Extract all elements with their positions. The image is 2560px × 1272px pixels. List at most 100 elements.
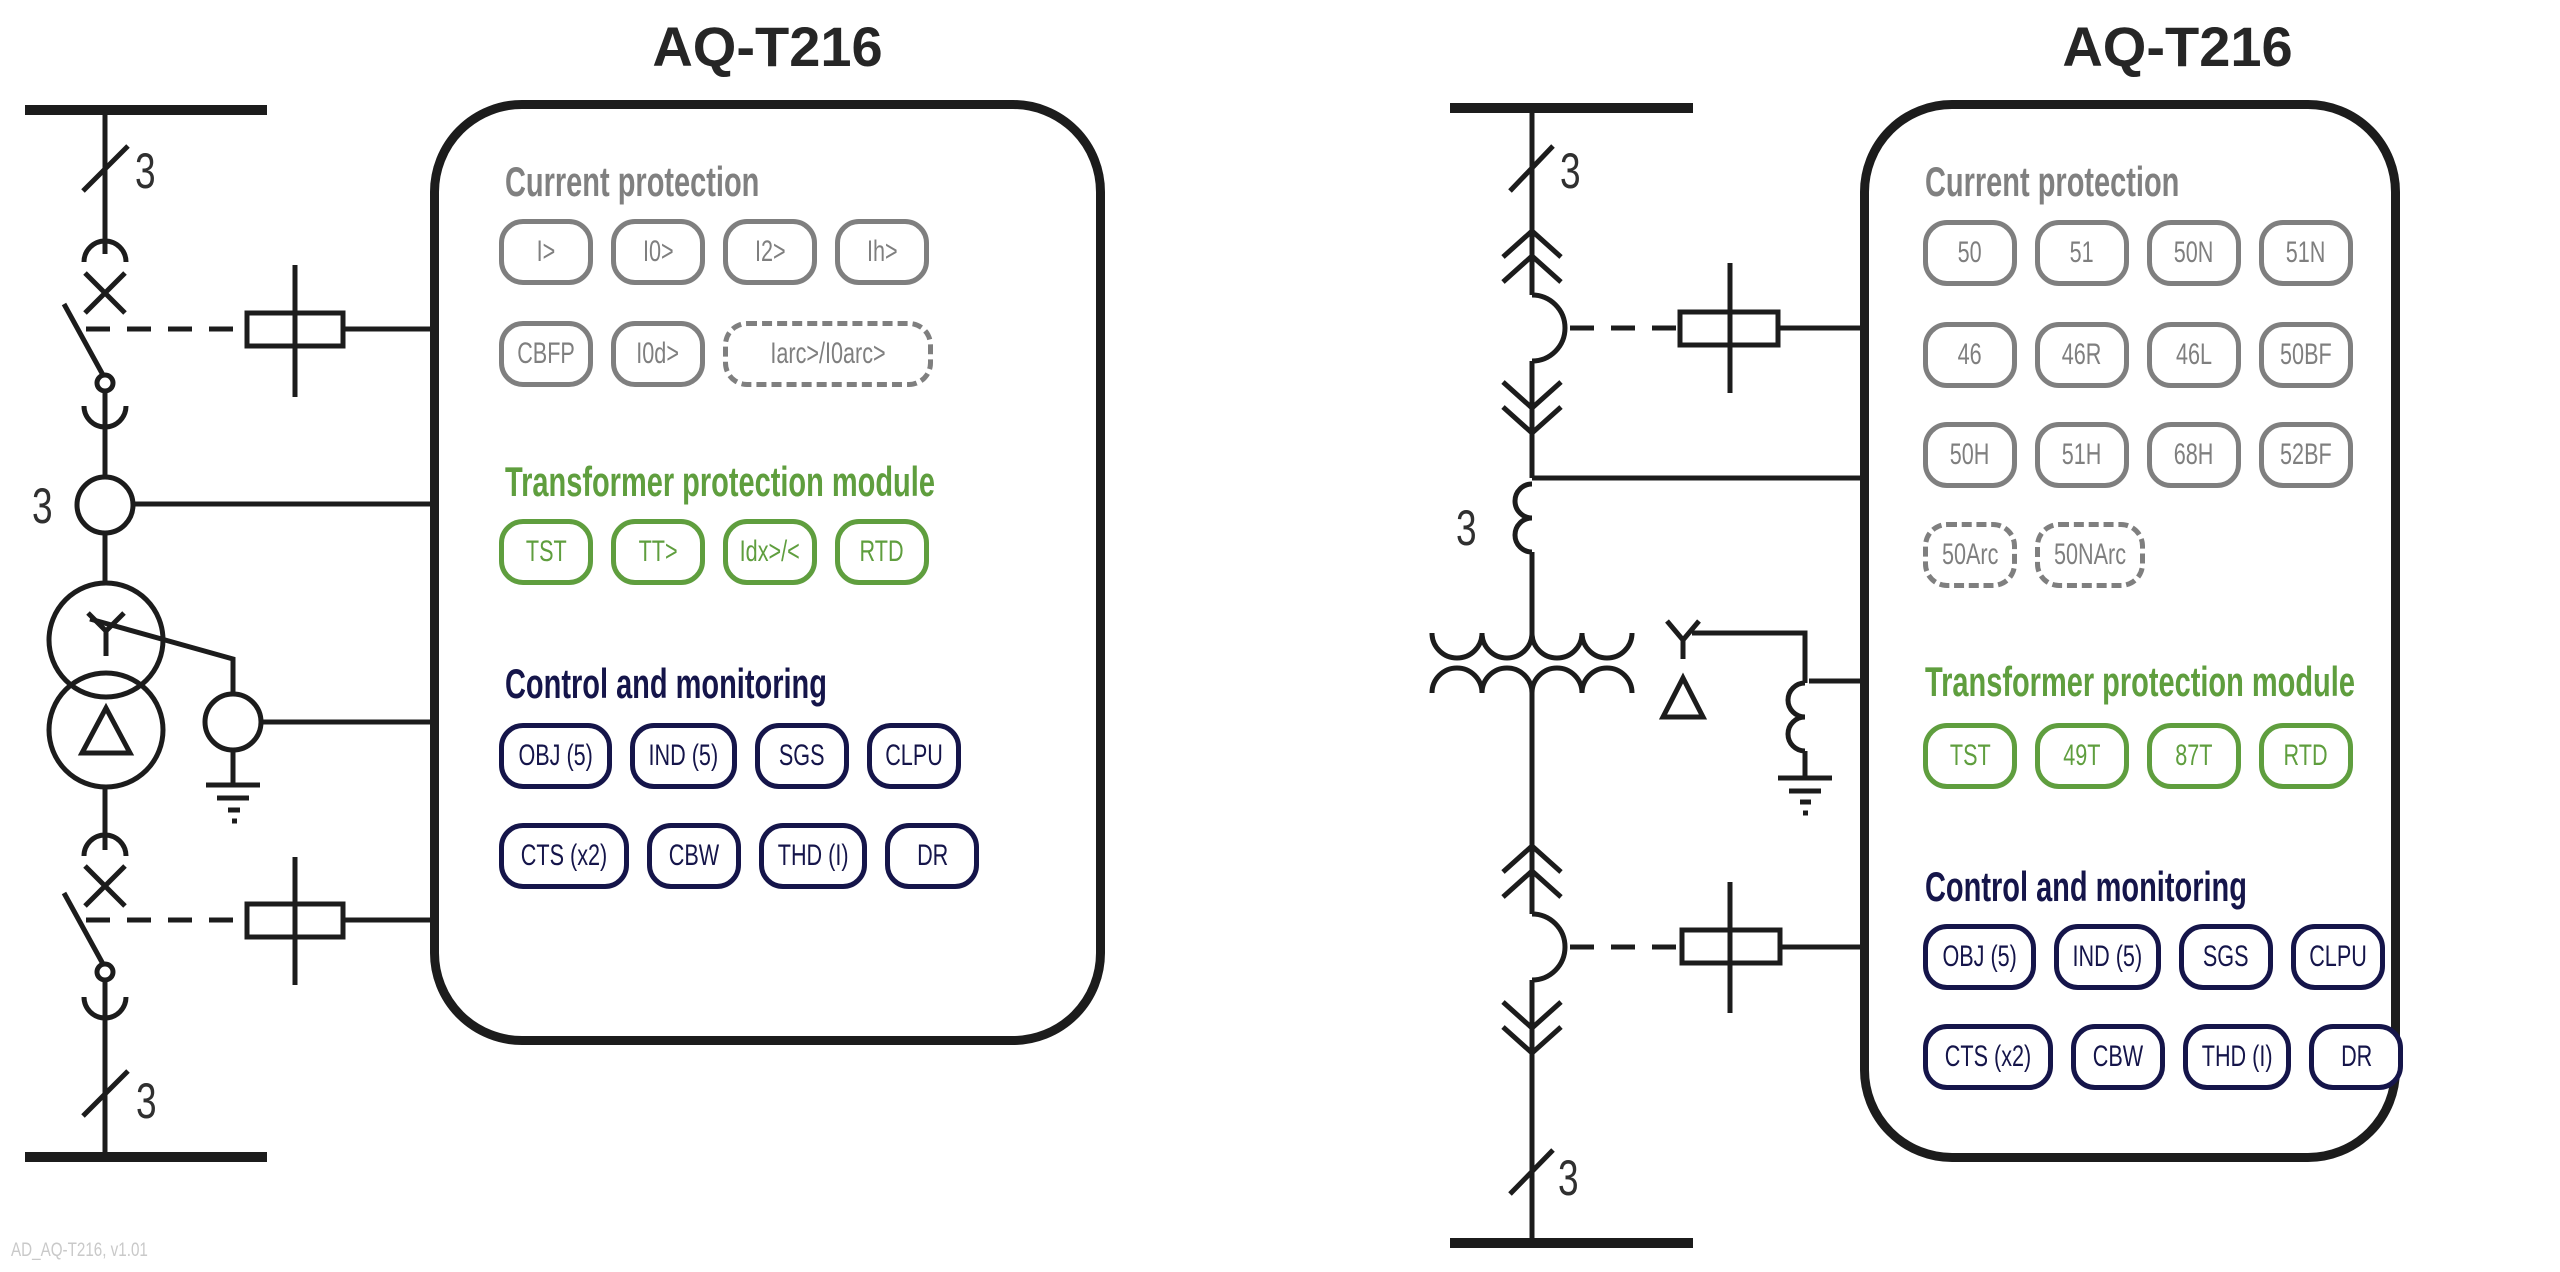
function-block: 87T bbox=[2147, 723, 2241, 789]
section-heading-transformer: Transformer protection module bbox=[1925, 658, 2355, 705]
ground-icon bbox=[206, 782, 260, 824]
breaker-contact-top bbox=[81, 238, 129, 263]
drawout-chevrons-bottom bbox=[1501, 380, 1563, 437]
current-protection-row-4: 50Arc 50NArc bbox=[1923, 522, 2146, 588]
phase-count-label: 3 bbox=[32, 478, 53, 534]
neutral-line bbox=[89, 616, 236, 694]
transformer-secondary-winding bbox=[46, 670, 166, 790]
truck-switch bbox=[61, 891, 106, 966]
function-block: CBW bbox=[647, 823, 741, 889]
function-block: RTD bbox=[2259, 723, 2353, 789]
neutral-line bbox=[1692, 630, 1808, 683]
disconnector-slash bbox=[1508, 144, 1555, 193]
function-block: OBJ (5) bbox=[1923, 924, 2037, 990]
function-block: 46R bbox=[2035, 322, 2129, 388]
section-heading-current: Current protection bbox=[1925, 158, 2180, 205]
function-block: I> bbox=[499, 219, 593, 285]
phase-count-label: 3 bbox=[1558, 1150, 1579, 1206]
current-protection-row-1: 50 51 50N 51N bbox=[1923, 220, 2353, 286]
wye-symbol bbox=[1665, 619, 1701, 659]
section-heading-control: Control and monitoring bbox=[505, 660, 827, 707]
function-block: 50BF bbox=[2259, 322, 2353, 388]
function-block: 51N bbox=[2259, 220, 2353, 286]
function-block: SGS bbox=[755, 723, 850, 789]
function-block: IND (5) bbox=[630, 723, 738, 789]
function-block: 50 bbox=[1923, 220, 2017, 286]
control-row-1: OBJ (5) IND (5) SGS CLPU bbox=[499, 723, 962, 789]
section-heading-transformer: Transformer protection module bbox=[505, 458, 935, 505]
breaker-semicircle bbox=[1531, 292, 1568, 364]
breaker-x-icon bbox=[83, 864, 127, 908]
neutral-current-transformer bbox=[202, 691, 264, 753]
function-block: I0> bbox=[611, 219, 705, 285]
function-block: CLPU bbox=[867, 723, 962, 789]
function-block-optional: 50Arc bbox=[1923, 522, 2017, 588]
function-block-optional: 50NArc bbox=[2035, 522, 2146, 588]
drawout-chevrons-top bbox=[1501, 842, 1563, 899]
delta-symbol bbox=[1658, 672, 1708, 720]
function-block: CTS (x2) bbox=[1923, 1024, 2053, 1090]
right-ansi-diagram bbox=[1429, 103, 1862, 1248]
current-protection-row-3: 50H 51H 68H 52BF bbox=[1923, 422, 2353, 488]
function-block: 46L bbox=[2147, 322, 2241, 388]
function-block-optional: Iarc>/I0arc> bbox=[723, 321, 933, 387]
device-title-right: AQ-T216 bbox=[2062, 15, 2293, 78]
drawout-chevrons-bottom bbox=[1501, 1000, 1563, 1057]
function-box-left: Current protection I> I0> I2> Ih> CBFP I… bbox=[430, 100, 1105, 1045]
current-transformer bbox=[1512, 481, 1533, 555]
phase-count-label: 3 bbox=[1456, 500, 1477, 556]
function-box-right: Current protection 50 51 50N 51N 46 46R … bbox=[1860, 100, 2404, 1162]
section-heading-control: Control and monitoring bbox=[1925, 863, 2247, 910]
transformer-module-row: TST TT> Idx>/< RTD bbox=[499, 519, 929, 585]
document-version-label: AD_AQ-T216, v1.01 bbox=[11, 1240, 148, 1261]
function-block: 49T bbox=[2035, 723, 2129, 789]
breaker-x-icon bbox=[83, 271, 127, 315]
device-title-left: AQ-T216 bbox=[652, 15, 883, 78]
control-row-2: CTS (x2) CBW THD (I) DR bbox=[1923, 1024, 2404, 1090]
neutral-current-transformer bbox=[1785, 680, 1806, 754]
function-block: 51 bbox=[2035, 220, 2129, 286]
phase-count-label: 3 bbox=[135, 143, 156, 199]
function-block: SGS bbox=[2179, 924, 2274, 990]
phase-count-label: 3 bbox=[136, 1073, 157, 1129]
current-protection-row-2: 46 46R 46L 50BF bbox=[1923, 322, 2353, 388]
function-block: CBFP bbox=[499, 321, 593, 387]
function-block: 68H bbox=[2147, 422, 2241, 488]
function-block: IND (5) bbox=[2054, 924, 2162, 990]
drawout-chevrons-top bbox=[1501, 227, 1563, 284]
phase-count-label: 3 bbox=[1560, 143, 1581, 199]
disconnector-slash bbox=[1508, 1148, 1555, 1196]
breaker-contact-top bbox=[81, 832, 129, 857]
delta-symbol bbox=[77, 702, 135, 756]
switch-hinge bbox=[94, 961, 116, 983]
function-block: CTS (x2) bbox=[499, 823, 629, 889]
transformer-secondary-winding bbox=[1429, 665, 1635, 694]
function-block: THD (I) bbox=[2183, 1024, 2292, 1090]
transformer-primary-winding bbox=[1429, 632, 1635, 661]
function-block: CLPU bbox=[2291, 924, 2386, 990]
function-block: Ih> bbox=[835, 219, 929, 285]
section-heading-current: Current protection bbox=[505, 158, 760, 205]
function-block: TT> bbox=[611, 519, 705, 585]
switch-hinge bbox=[94, 372, 116, 394]
disconnector-slash bbox=[81, 144, 130, 193]
function-block: CBW bbox=[2071, 1024, 2165, 1090]
function-block: I0d> bbox=[611, 321, 705, 387]
function-block: I2> bbox=[723, 219, 817, 285]
function-block: 52BF bbox=[2259, 422, 2353, 488]
function-block: 50N bbox=[2147, 220, 2241, 286]
function-block: Idx>/< bbox=[723, 519, 817, 585]
control-row-2: CTS (x2) CBW THD (I) DR bbox=[499, 823, 980, 889]
current-protection-row-1: I> I0> I2> Ih> bbox=[499, 219, 929, 285]
function-block: RTD bbox=[835, 519, 929, 585]
function-block: 50H bbox=[1923, 422, 2017, 488]
function-block: DR bbox=[885, 823, 980, 889]
ground-icon bbox=[1778, 775, 1832, 816]
left-iec-diagram bbox=[25, 105, 432, 1162]
truck-switch bbox=[61, 302, 106, 377]
function-block: OBJ (5) bbox=[499, 723, 613, 789]
control-row-1: OBJ (5) IND (5) SGS CLPU bbox=[1923, 924, 2386, 990]
current-transformer bbox=[74, 474, 136, 536]
